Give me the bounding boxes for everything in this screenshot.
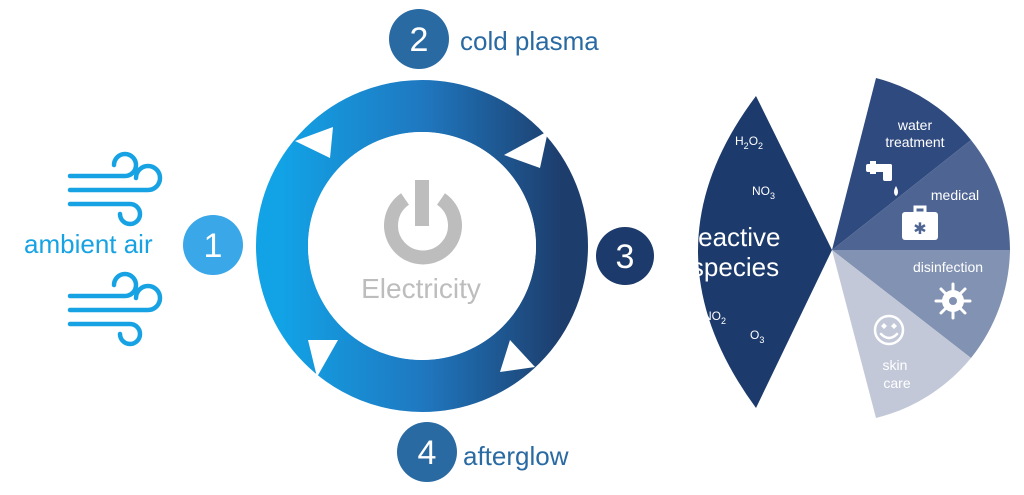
plasma-ring xyxy=(256,80,588,412)
medical-kit-icon: ✱ xyxy=(902,205,938,240)
svg-text:✱: ✱ xyxy=(913,221,926,238)
species-no2: NO2 xyxy=(703,309,726,326)
wind-icon xyxy=(67,151,163,227)
species-h2o2: H2O2 xyxy=(735,134,763,151)
species-no: NO xyxy=(692,172,710,186)
step-1-number: 1 xyxy=(204,227,223,265)
step-1-label: ambient air xyxy=(24,229,153,259)
species-o3: O3 xyxy=(750,328,764,345)
step-4-label: afterglow xyxy=(463,441,569,471)
water-treatment-line1: water xyxy=(897,117,933,133)
step-2-badge xyxy=(389,9,449,69)
skin-care-line1: skin xyxy=(883,357,908,373)
arrow-triangle-icon xyxy=(500,340,535,372)
power-icon xyxy=(384,180,462,265)
center-label: Electricity xyxy=(361,273,481,304)
step-4-number: 4 xyxy=(418,434,437,472)
step-3-number: 3 xyxy=(616,238,635,276)
step-1-badge xyxy=(183,215,243,275)
wind-icon xyxy=(67,271,163,347)
arrow-triangle-icon xyxy=(504,131,548,168)
sector-water-treatment xyxy=(832,78,971,250)
reactive-species-shape xyxy=(698,96,832,408)
step-2-label: cold plasma xyxy=(460,26,599,56)
step-4-badge xyxy=(397,422,457,482)
arrow-triangle-icon xyxy=(308,340,338,377)
water-treatment-line2: treatment xyxy=(885,134,944,150)
virus-icon xyxy=(934,282,972,320)
faucet-icon xyxy=(866,161,898,196)
reactive-label-line1: reactive xyxy=(689,222,780,252)
step-3-badge xyxy=(596,227,654,285)
sector-disinfection xyxy=(832,250,1010,358)
step-2-number: 2 xyxy=(410,21,429,59)
arrow-triangle-icon xyxy=(295,127,333,158)
reactive-label-line2: species xyxy=(691,252,779,282)
species-no3: NO3 xyxy=(752,184,775,201)
medical-label: medical xyxy=(931,187,979,203)
sector-medical xyxy=(832,140,1010,250)
smiley-face-icon xyxy=(873,314,905,346)
ring-inner xyxy=(308,132,536,360)
skin-care-line2: care xyxy=(883,375,910,391)
disinfection-label: disinfection xyxy=(913,259,983,275)
